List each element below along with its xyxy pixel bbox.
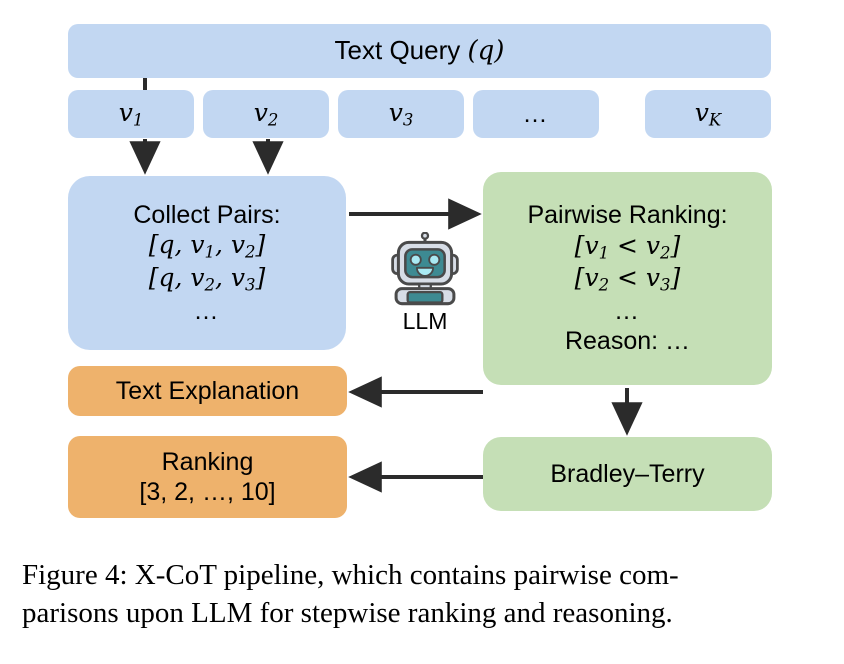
bradley-terry-label: Bradley–Terry — [550, 459, 705, 488]
pairwise-ranking-line-3: … — [614, 296, 641, 325]
ranking-value: [3, 2, …, 10] — [139, 478, 276, 506]
collect-pairs-title: Collect Pairs: — [133, 200, 281, 229]
candidate-label-v1: v1 — [118, 97, 144, 130]
ranking-title: Ranking — [161, 447, 254, 476]
candidate-box-v3: v3 — [338, 90, 464, 138]
pairwise-ranking-line-2: [v2 < v3] — [574, 263, 681, 295]
candidate-box-ellipsis: … — [473, 90, 599, 138]
collect-pairs-line-2: [q, v2, v3] — [148, 263, 266, 295]
text-explanation-box: Text Explanation — [68, 366, 347, 416]
collect-pairs-line-3: … — [193, 296, 221, 325]
robot-icon — [391, 232, 459, 306]
candidate-label-ellipsis: … — [522, 99, 550, 128]
candidate-box-v1: v1 — [68, 90, 194, 138]
pairwise-ranking-box: Pairwise Ranking: [v1 < v2] [v2 < v3] … … — [483, 172, 772, 385]
text-explanation-label: Text Explanation — [115, 376, 300, 405]
collect-pairs-box: Collect Pairs: [q, v1, v2] [q, v2, v3] … — [68, 176, 346, 350]
bradley-terry-box: Bradley–Terry — [483, 437, 772, 511]
caption-line-2: parisons upon LLM for stepwise ranking a… — [22, 597, 673, 630]
ranking-box: Ranking [3, 2, …, 10] — [68, 436, 347, 518]
candidate-label-vK: vK — [694, 97, 722, 130]
candidate-box-vK: vK — [645, 90, 771, 138]
candidate-label-v3: v3 — [388, 97, 414, 130]
pairwise-ranking-reason: Reason: … — [564, 327, 691, 356]
candidate-label-v2: v2 — [253, 97, 279, 130]
query-variable: (q) — [467, 35, 505, 66]
text-query-box: Text Query (q) — [68, 24, 771, 78]
text-query-label: Text Query (q) — [334, 34, 505, 66]
pairwise-ranking-title: Pairwise Ranking: — [527, 201, 728, 230]
pairwise-ranking-line-1: [v1 < v2] — [574, 230, 681, 263]
figure-caption: Figure 4: X-CoT pipeline, which contains… — [22, 556, 822, 633]
caption-line-1: Figure 4: X-CoT pipeline, which contains… — [22, 559, 679, 591]
candidate-box-v2: v2 — [203, 90, 329, 138]
llm-label: LLM — [402, 308, 448, 334]
collect-pairs-line-1: [q, v1, v2] — [148, 230, 266, 262]
llm-group: LLM — [382, 232, 468, 348]
